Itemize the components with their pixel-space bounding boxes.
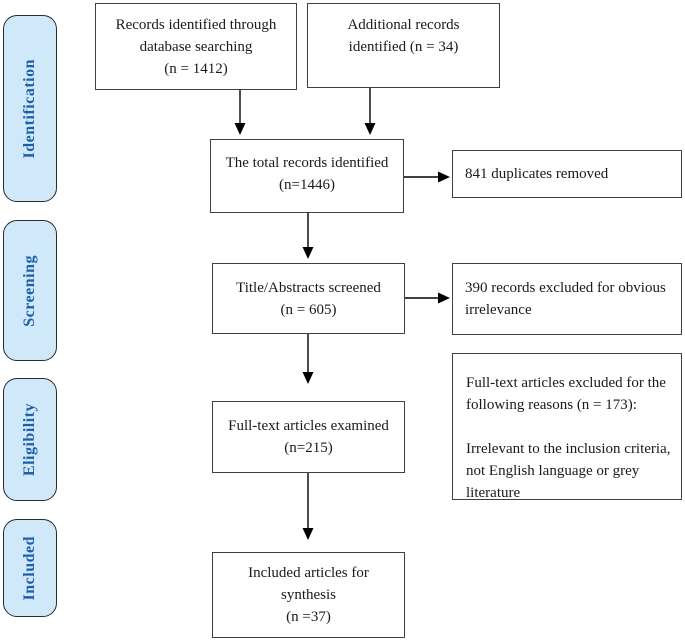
arrow-down-icon bbox=[302, 334, 314, 384]
stage-screening-label: Screening bbox=[21, 254, 38, 327]
box-fulltext-examined: Full-text articles examined (n=215) bbox=[212, 401, 405, 473]
stage-eligibility-label: Eligibility bbox=[21, 402, 38, 477]
stage-included: Included bbox=[3, 519, 57, 617]
box-total-records-identified: The total records identified (n=1446) bbox=[210, 139, 404, 213]
box-records-database-searching: Records identified through database sear… bbox=[95, 3, 297, 90]
box-records-excluded-irrelevance: 390 records excluded for obvious irrelev… bbox=[452, 263, 682, 335]
box-included-articles-synthesis: Included articles for synthesis (n =37) bbox=[212, 552, 405, 638]
box-title-abstracts-screened: Title/Abstracts screened (n = 605) bbox=[212, 263, 405, 334]
arrow-down-icon bbox=[302, 213, 314, 259]
stage-identification-label: Identification bbox=[21, 58, 38, 159]
arrow-right-icon bbox=[405, 292, 450, 304]
stage-identification: Identification bbox=[3, 15, 57, 202]
arrow-down-icon bbox=[302, 473, 314, 540]
arrow-right-icon bbox=[404, 171, 450, 183]
box-duplicates-removed: 841 duplicates removed bbox=[452, 150, 682, 198]
arrow-down-icon bbox=[234, 90, 246, 135]
stage-eligibility: Eligibility bbox=[3, 378, 57, 501]
stage-screening: Screening bbox=[3, 220, 57, 361]
arrow-down-icon bbox=[364, 88, 376, 135]
box-additional-records: Additional records identified (n = 34) bbox=[307, 3, 500, 88]
box-fulltext-excluded-reasons: Full-text articles excluded for the foll… bbox=[452, 353, 682, 501]
stage-included-label: Included bbox=[21, 535, 38, 601]
